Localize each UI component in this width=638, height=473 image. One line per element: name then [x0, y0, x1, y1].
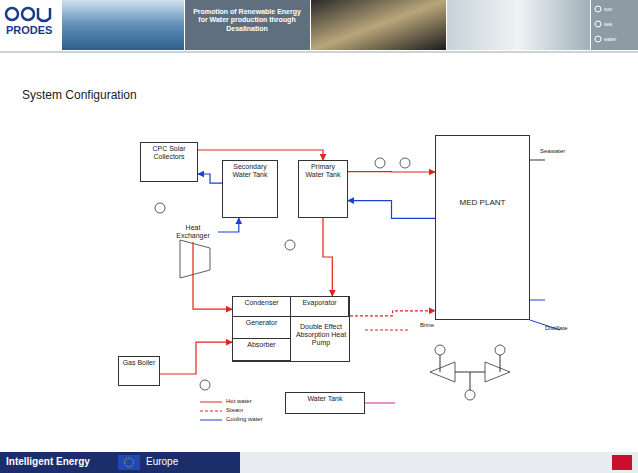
text-label: Promotion of Renewable Energy for Water …	[189, 8, 305, 33]
header-rule	[0, 52, 638, 53]
node-text: Water Tank	[286, 393, 364, 405]
membrane-symbol	[430, 362, 455, 382]
node-text: MED PLANT	[436, 196, 529, 209]
text-label: Seawater	[540, 148, 565, 154]
pipe	[365, 403, 395, 404]
pipe-connector	[350, 311, 435, 316]
logo-icon	[6, 8, 18, 20]
node-text: Double Effect Absorption Heat Pump	[293, 321, 349, 349]
legend-text: Hot water	[226, 398, 252, 404]
header-band	[185, 0, 310, 50]
process-box: MED PLANT	[435, 135, 530, 320]
pipe	[470, 372, 471, 390]
pump-symbol	[155, 203, 165, 213]
pump-symbol	[495, 345, 505, 355]
legend-sample	[200, 411, 222, 412]
footer-band	[0, 452, 638, 473]
header-photo	[311, 0, 446, 50]
text-label: Europe	[146, 456, 178, 467]
pump-symbol	[200, 380, 210, 390]
pipe	[365, 330, 410, 331]
text-label: Intelligent Energy	[6, 456, 90, 467]
exchanger-label: Heat Exchanger	[168, 222, 218, 242]
process-box: Primary Water Tank	[298, 160, 348, 218]
pump-symbol	[400, 158, 410, 168]
node-text: Gas Boiler	[119, 357, 159, 369]
node-text: Heat Exchanger	[168, 222, 218, 242]
text-label: water	[604, 36, 616, 42]
process-box: Double Effect Absorption Heat PumpConden…	[232, 296, 350, 362]
header-photo	[447, 0, 590, 50]
pipe	[530, 160, 545, 161]
exchanger-symbol	[180, 240, 210, 278]
logo-icon	[22, 8, 34, 20]
eu-flag	[118, 455, 140, 470]
pipe-connector	[218, 218, 239, 232]
footer-logo	[612, 455, 632, 470]
header-icon	[595, 6, 601, 12]
text-label: sea	[604, 21, 612, 27]
node-text: Evaporator	[291, 297, 348, 309]
slide-title: System Configuration	[22, 88, 137, 102]
text-label: Brine	[420, 322, 434, 328]
pipe-connector	[348, 171, 435, 173]
node-text: Generator	[233, 317, 290, 329]
header-photo	[62, 0, 184, 50]
unit-cell: Condenser	[233, 297, 291, 317]
text-label: PRODES	[6, 24, 52, 36]
node-text: Primary Water Tank	[299, 161, 347, 181]
unit-cell: Evaporator	[291, 297, 349, 317]
node-text: Secondary Water Tank	[223, 161, 277, 181]
pump-symbol	[285, 240, 295, 250]
unit-cell: Absorber	[233, 339, 291, 361]
text-label: Distillate	[545, 325, 568, 331]
process-box: Water Tank	[285, 392, 365, 414]
pipe	[500, 355, 501, 372]
pipe	[440, 355, 441, 372]
header-icon	[595, 21, 601, 27]
pipe-connector	[160, 342, 232, 374]
pipe-connector	[193, 242, 232, 309]
pipe-connector	[198, 150, 323, 160]
membrane-symbol	[485, 362, 510, 382]
node-text: CPC Solar Collectors	[141, 143, 197, 163]
node-text: Condenser	[233, 297, 290, 309]
pump-symbol	[435, 345, 445, 355]
logo-icon	[38, 8, 50, 21]
process-box: Gas Boiler	[118, 356, 160, 386]
header-band	[591, 0, 638, 50]
pipe	[530, 300, 545, 301]
process-box: Secondary Water Tank	[222, 160, 278, 218]
eu-flag	[125, 458, 134, 467]
legend-text: Steam	[226, 407, 243, 413]
pump-symbol	[465, 390, 475, 400]
legend-sample	[200, 402, 222, 403]
footer-band	[0, 452, 240, 473]
text-label: sun	[604, 6, 612, 12]
legend-text: Cooling water	[226, 416, 263, 422]
node-text: Absorber	[233, 339, 290, 351]
pipe-connector	[198, 174, 222, 183]
pipe-connector	[323, 218, 332, 296]
legend-sample	[200, 420, 222, 421]
header-icon	[595, 36, 601, 42]
pump-symbol	[375, 158, 385, 168]
pipe-connector	[348, 201, 435, 219]
process-box: CPC Solar Collectors	[140, 142, 198, 182]
unit-cell: Generator	[233, 317, 291, 339]
